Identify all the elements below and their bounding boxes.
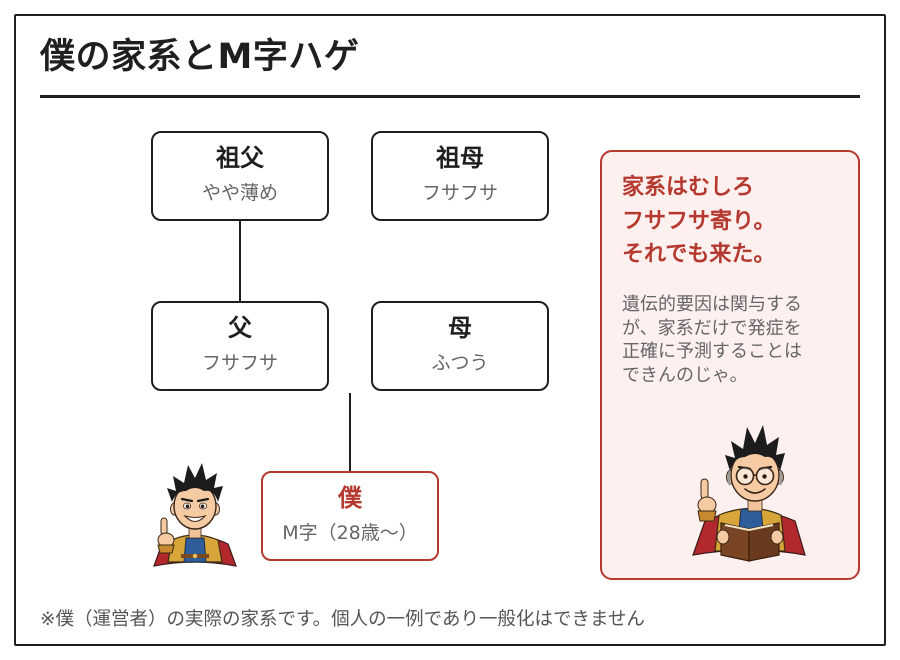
- page-title: 僕の家系とM字ハゲ: [40, 37, 360, 77]
- note-body-line: できんのじゃ。: [622, 364, 748, 386]
- note-body-line: が、家系だけで発症を: [622, 317, 802, 339]
- professor-reading-icon: [692, 425, 806, 562]
- node-role: 祖父: [216, 144, 264, 172]
- title-divider: [40, 95, 860, 98]
- note-body-line: 正確に予測することは: [622, 341, 802, 362]
- node-father: 父 フサフサ: [151, 301, 329, 391]
- note-body-line: 遺伝的要因は関与する: [622, 294, 802, 315]
- boy-mascot-icon: [153, 463, 237, 567]
- professor-raised-hand: [697, 478, 717, 522]
- card-frame: [14, 14, 886, 646]
- node-role: 母: [448, 314, 472, 342]
- connector-parents-self: [349, 393, 351, 471]
- node-self: 僕 M字（28歳〜）: [261, 471, 439, 561]
- mascot-pointing-hand: [157, 517, 175, 554]
- note-headline-line: フサフサ寄り。: [622, 208, 776, 234]
- node-status: M字（28歳〜）: [282, 522, 418, 544]
- node-status: ふつう: [431, 352, 489, 374]
- node-grandfather: 祖父 やや薄め: [151, 131, 329, 221]
- node-status: やや薄め: [201, 182, 278, 204]
- node-role: 祖母: [436, 144, 484, 172]
- professor-head: [725, 425, 785, 502]
- note-headline-line: それでも来た。: [622, 242, 776, 267]
- note-headline: 家系はむしろ フサフサ寄り。 それでも来た。: [622, 171, 776, 272]
- node-role: 父: [228, 314, 252, 342]
- mascot-armor: [167, 534, 223, 563]
- node-grandmother: 祖母 フサフサ: [371, 131, 549, 221]
- book-icon: [716, 522, 784, 562]
- node-status: フサフサ: [421, 182, 498, 204]
- node-status: フサフサ: [201, 352, 278, 374]
- note-headline-line: 家系はむしろ: [622, 175, 755, 200]
- node-role: 僕: [338, 484, 362, 512]
- note-body: 遺伝的要因は関与する が、家系だけで発症を 正確に予測することは できんのじゃ。: [622, 293, 802, 387]
- footer-disclaimer: ※僕（運営者）の実際の家系です。個人の一例であり一般化はできません: [40, 609, 645, 630]
- note-panel: 家系はむしろ フサフサ寄り。 それでも来た。 遺伝的要因は関与する が、家系だけ…: [600, 150, 860, 580]
- mascot-head: [167, 463, 223, 530]
- connector-grandfather-father: [239, 221, 241, 301]
- node-mother: 母 ふつう: [371, 301, 549, 391]
